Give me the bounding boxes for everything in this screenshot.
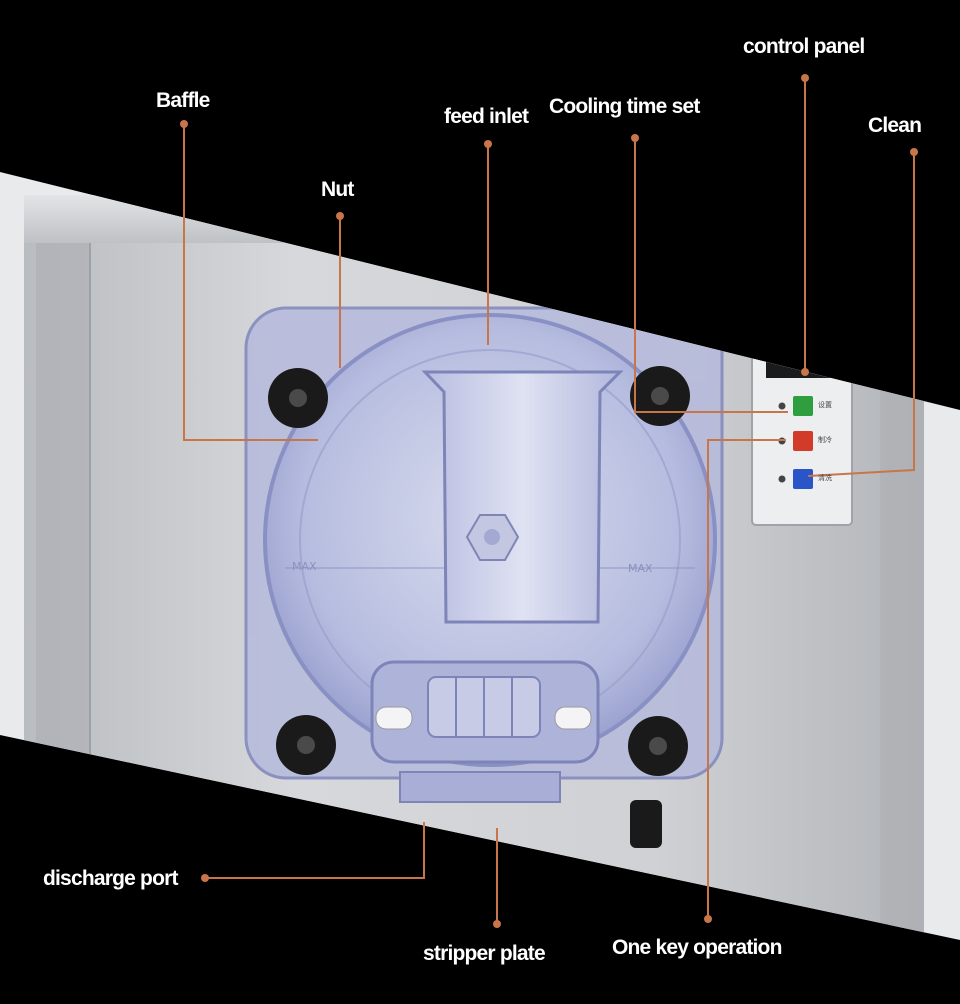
leader-baffle <box>183 124 318 441</box>
stripper-plate-part <box>399 771 561 803</box>
leader-discharge-port <box>205 822 425 879</box>
panel-label-clean: 清洗 <box>818 474 832 482</box>
knob-bottom-right <box>628 716 688 776</box>
callout-clean: Clean <box>868 114 922 137</box>
panel-label-cool: 制冷 <box>818 436 832 444</box>
knob-top-left <box>268 368 328 428</box>
max-mark-left: MAX <box>292 560 317 573</box>
acrylic-hopper <box>244 306 724 803</box>
button-cool[interactable] <box>793 431 813 451</box>
callout-discharge-port: discharge port <box>43 867 178 890</box>
button-clean[interactable] <box>793 469 813 489</box>
leader-cooling-time-set <box>634 138 788 413</box>
leader-dots <box>180 74 918 928</box>
button-set[interactable] <box>793 396 813 416</box>
callout-one-key-operation: One key operation <box>612 936 782 959</box>
leader-one-key-operation <box>707 439 786 919</box>
callout-nut: Nut <box>321 178 354 201</box>
panel-label-set: 设置 <box>818 401 832 409</box>
discharge-handle <box>630 800 662 848</box>
callout-baffle: Baffle <box>156 89 210 112</box>
callout-control-panel: control panel <box>743 35 865 58</box>
callout-cooling-time-set: Cooling time set <box>549 95 700 118</box>
callout-stripper-plate: stripper plate <box>423 942 546 965</box>
leader-lines <box>183 78 915 924</box>
feed-inlet-cup <box>421 370 624 624</box>
knob-top-right <box>630 366 690 426</box>
knob-bottom-left <box>276 715 336 775</box>
leader-clean <box>807 152 915 477</box>
max-mark-right: MAX <box>628 562 653 575</box>
callout-feed-inlet: feed inlet <box>444 105 529 128</box>
